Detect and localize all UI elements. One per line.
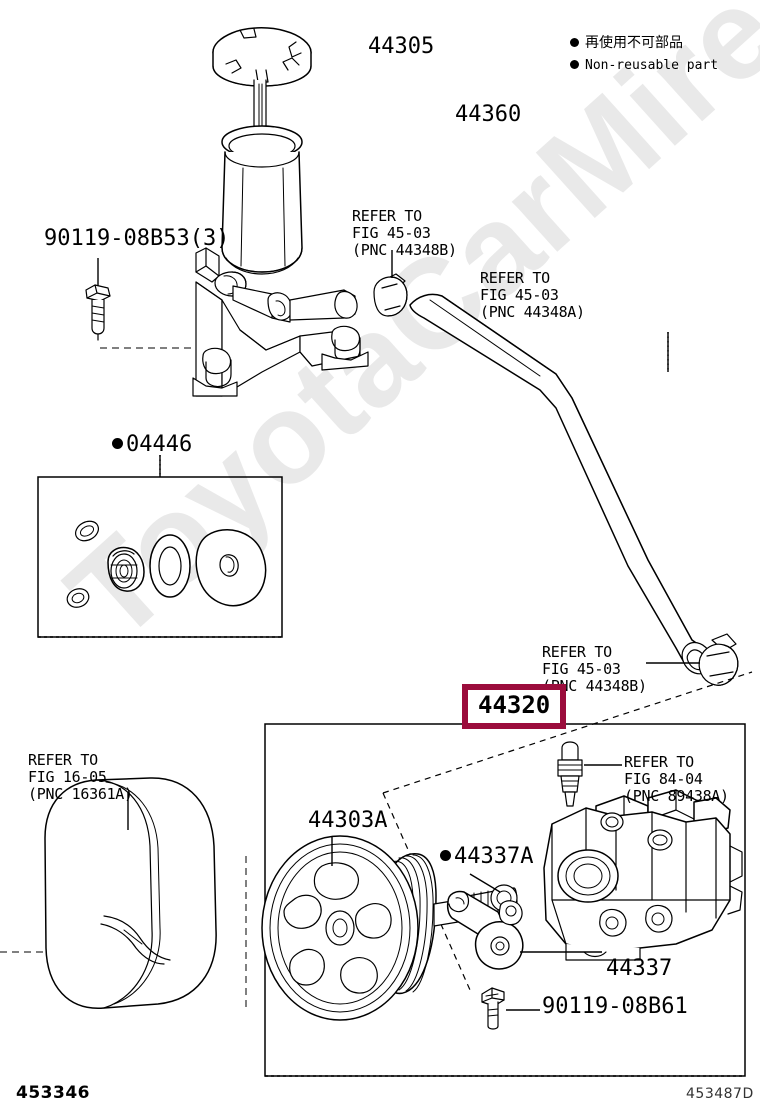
label-suction-fitting: 44337 [606, 956, 673, 981]
ref-switch-line3: (PNC 89438A) [624, 786, 729, 805]
reservoir-bracket-drawing [100, 247, 369, 397]
ref-hose-a-line1: REFER TO [480, 269, 550, 287]
fitting-bolt-drawing [481, 987, 540, 1030]
pulley-drawing [261, 835, 518, 1021]
ref-switch-line2: FIG 84-04 [624, 769, 703, 788]
label-reservoir-bolt: 90119-08B53(3) [44, 226, 230, 251]
seal-kit-bullet-icon [112, 437, 123, 449]
ref-hose-a-line2: FIG 45-03 [480, 285, 559, 304]
suction-fitting-drawing [446, 873, 602, 970]
ref-switch: REFER TO FIG 84-04 (PNC 89438A) [624, 754, 729, 804]
ref-hose-b2-line1: REFER TO [542, 643, 612, 661]
label-reservoir-assy: 44360 [455, 102, 522, 127]
legend-bullet-icon-2 [570, 60, 579, 69]
ref-belt-line2: FIG 16-05 [28, 767, 107, 786]
ref-hose-b2: REFER TO FIG 45-03 (PNC 44348B) [542, 644, 647, 694]
label-reservoir-cap: 44305 [368, 34, 435, 59]
reservoir-tank-drawing [221, 125, 303, 275]
hose-clamp-upper-drawing [373, 250, 408, 317]
seal-kit-parts-drawing [66, 520, 267, 608]
ref-hose-a-line3: (PNC 44348A) [480, 302, 585, 321]
ref-belt-line3: (PNC 16361A) [28, 784, 133, 803]
pump-body-drawing [543, 789, 743, 961]
legend-en: Non-reusable part [570, 58, 718, 74]
label-seal-kit: 04446 [112, 434, 192, 456]
label-fitting-bolt: 90119-08B61 [542, 994, 688, 1019]
footer-left-code: 453346 [16, 1083, 90, 1103]
hose-clamp-lower-drawing [646, 633, 739, 686]
ref-hose-b: REFER TO FIG 45-03 (PNC 44348B) [352, 208, 457, 258]
ref-hose-b-line2: FIG 45-03 [352, 223, 431, 242]
ref-hose-b2-line3: (PNC 44348B) [542, 676, 647, 695]
legend-jp: 再使用不可部品 [570, 36, 683, 50]
drive-belt-drawing [0, 777, 247, 1012]
label-pulley: 44303A [308, 808, 388, 833]
return-hose-drawing [409, 293, 715, 675]
ref-hose-a: REFER TO FIG 45-03 (PNC 44348A) [480, 270, 585, 320]
label-pump-assy-highlighted[interactable]: 44320 [462, 684, 567, 729]
pressure-switch-drawing [557, 741, 622, 807]
footer-right-code: 453487D [686, 1086, 754, 1102]
ref-switch-line1: REFER TO [624, 753, 694, 771]
seal-kit-box [37, 455, 283, 638]
legend-bullet-icon [570, 37, 579, 47]
ref-hose-b2-line2: FIG 45-03 [542, 659, 621, 678]
reservoir-bolt-drawing [85, 258, 111, 341]
ref-belt: REFER TO FIG 16-05 (PNC 16361A) [28, 752, 133, 802]
label-oring: 44337A [440, 846, 533, 868]
ref-hose-b-line3: (PNC 44348B) [352, 240, 457, 259]
ref-hose-b-line1: REFER TO [352, 207, 422, 225]
ref-belt-line1: REFER TO [28, 751, 98, 769]
oring-bullet-icon [440, 849, 451, 861]
